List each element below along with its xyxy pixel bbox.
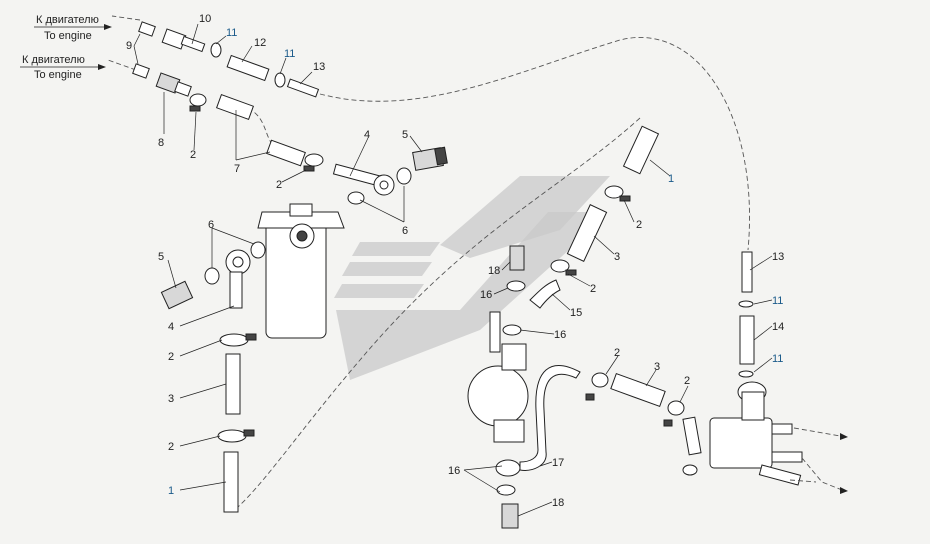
tube-13-top [286, 78, 320, 98]
callout-2: 2 [590, 283, 596, 295]
callout-5: 5 [158, 251, 164, 263]
callout-13: 13 [313, 61, 325, 73]
callout-14: 14 [772, 321, 784, 333]
clamp-2-f [550, 259, 577, 276]
callout-11: 11 [772, 353, 783, 365]
ring-11-top [210, 42, 222, 58]
hose-3-left [225, 353, 241, 415]
callout-13: 13 [772, 251, 784, 263]
engine-label-2: К двигателю To engine [20, 54, 106, 81]
banjo-4-left [225, 249, 251, 309]
hose-3-right [610, 372, 666, 408]
clamp-2-c [219, 333, 257, 347]
clamp-2-e [604, 185, 631, 202]
callout-6: 6 [208, 219, 214, 231]
fitting-8 [155, 72, 192, 97]
callout-16: 16 [448, 465, 460, 477]
callout-2: 2 [190, 149, 196, 161]
callout-16: 16 [480, 289, 492, 301]
callout-11: 11 [226, 27, 237, 39]
engine-label-ru: К двигателю [36, 14, 99, 26]
callout-2: 2 [636, 219, 642, 231]
tube-1-right [622, 125, 660, 175]
distribution-valve [682, 381, 803, 486]
ring-11-mid [274, 72, 286, 88]
callout-17: 17 [552, 457, 564, 469]
callout-18: 18 [488, 265, 500, 277]
hose-12 [226, 54, 270, 82]
ring-11-right-b [738, 370, 754, 378]
washer-6-left [204, 241, 266, 285]
ring-11-right-a [738, 300, 754, 308]
clamp-2-d [217, 429, 255, 443]
leader-lines [133, 23, 773, 517]
callout-3: 3 [168, 393, 174, 405]
washer-16-mid [502, 324, 522, 336]
callout-4: 4 [364, 129, 370, 141]
callout-4: 4 [168, 321, 174, 333]
tube-13-right [741, 251, 753, 293]
engine-label-en: To engine [44, 30, 92, 42]
watermark-logo [334, 176, 610, 380]
callout-9: 9 [126, 40, 132, 52]
fitting-9-top [138, 21, 156, 37]
engine-label-en: To engine [34, 69, 82, 81]
flow-arrows [789, 427, 848, 494]
callout-3: 3 [654, 361, 660, 373]
callout-2: 2 [168, 441, 174, 453]
washer-16-top [506, 280, 526, 292]
washer-16-bottom [496, 484, 516, 496]
fitting-18-bottom [501, 503, 519, 529]
engine-label-1: К двигателю To engine [34, 14, 112, 42]
callout-labels: 10 11 12 11 13 9 8 2 7 2 4 5 6 1 2 3 18 … [126, 13, 784, 509]
washer-6-top [347, 167, 412, 205]
tube-1-left [223, 451, 239, 513]
fitting-18-top [509, 245, 525, 271]
callout-1: 1 [668, 173, 674, 185]
callout-2: 2 [276, 179, 282, 191]
callout-18: 18 [552, 497, 564, 509]
callout-5: 5 [402, 129, 408, 141]
clamp-2-g [585, 372, 609, 401]
callout-2: 2 [614, 347, 620, 359]
fitting-9-bottom [132, 63, 150, 79]
callout-7: 7 [234, 163, 240, 175]
clamp-2-b [303, 153, 324, 172]
callout-3: 3 [614, 251, 620, 263]
callout-15: 15 [570, 307, 582, 319]
callout-2: 2 [168, 351, 174, 363]
callout-2: 2 [684, 375, 690, 387]
fitting-10 [161, 28, 206, 53]
fuel-filter [257, 203, 345, 339]
hose-7 [215, 93, 306, 167]
elbow-15 [529, 279, 561, 309]
callout-6: 6 [402, 225, 408, 237]
banjo-4-top [332, 163, 395, 196]
callout-1: 1 [168, 485, 174, 497]
callout-16: 16 [554, 329, 566, 341]
bolt-5-top [412, 146, 448, 171]
clamp-2-h [663, 400, 685, 427]
pipe-17 [495, 365, 581, 477]
callout-8: 8 [158, 137, 164, 149]
bolt-5-left [160, 280, 194, 310]
callout-12: 12 [254, 37, 266, 49]
engine-label-ru: К двигателю [22, 54, 85, 66]
callout-11: 11 [284, 48, 295, 60]
clamp-2-a [189, 93, 207, 112]
fuel-pump [467, 311, 529, 443]
callout-10: 10 [199, 13, 211, 25]
hose-14 [739, 315, 755, 365]
callout-11: 11 [772, 295, 783, 307]
